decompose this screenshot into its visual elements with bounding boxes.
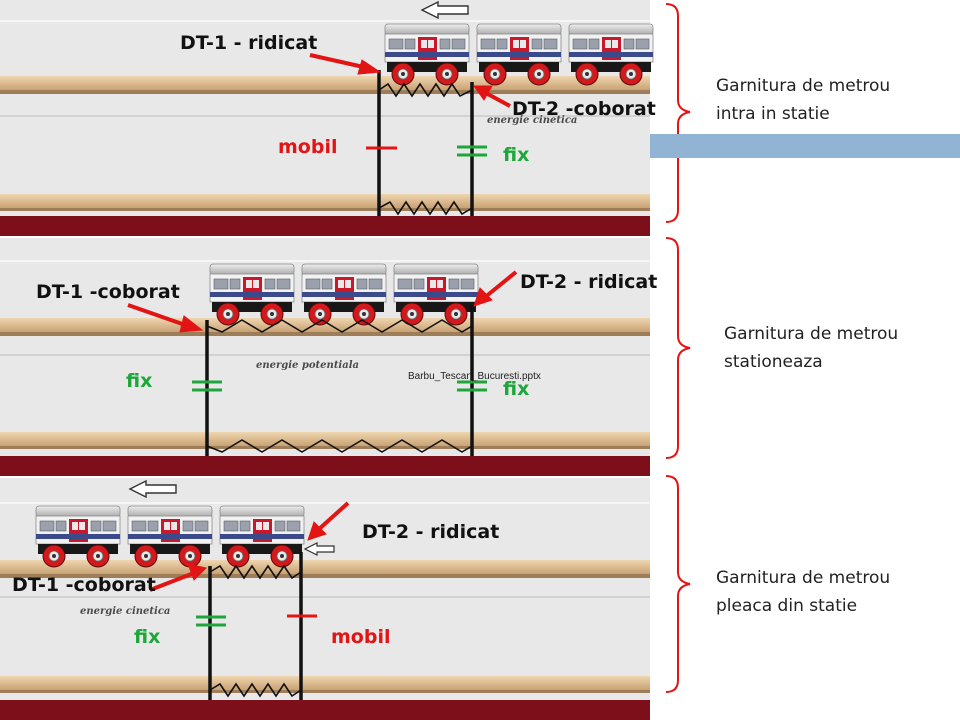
panel-1-side-text: Garnitura de metrou intra in statie	[716, 72, 890, 128]
panel-2-side-line-2: stationeaza	[724, 352, 823, 372]
panel-2-dt2-label: DT-2 - ridicat	[520, 271, 658, 293]
panel-3-side-line-1: Garnitura de metrou	[716, 568, 891, 588]
panel-2-right-state: fix	[503, 378, 530, 400]
panel-1-dt1-label: DT-1 - ridicat	[180, 32, 318, 54]
panel-2-side-text: Garnitura de metrou stationeaza	[724, 320, 898, 376]
panel-3-background	[0, 478, 650, 720]
panel-3-energy-label: energie cinetica	[80, 606, 171, 617]
panel-2-left-state: fix	[126, 370, 153, 392]
panel-3-side-text: Garnitura de metrou pleaca din statie	[716, 564, 890, 620]
panel-2-file-note: Barbu_Tescan_Bucuresti.pptx	[408, 371, 541, 382]
panel-1-mechanism	[366, 70, 487, 216]
panel-1-right-state: fix	[503, 144, 530, 166]
panel-1-dt2-label: DT-2 -coborat	[512, 98, 656, 120]
panel-3-mechanism	[196, 552, 317, 700]
arrow-indicator-icon	[303, 542, 335, 556]
panel-1-side-line-1: Garnitura de metrou	[716, 76, 891, 96]
panel-1-energy-label: energie cinetica	[487, 115, 578, 126]
panel-2-pointer-arrows	[127, 270, 518, 333]
panel-3-right-state: mobil	[331, 626, 391, 648]
panel-2-dt1-label: DT-1 -coborat	[36, 281, 180, 303]
arrow-left-icon	[128, 479, 177, 499]
panel-2-energy-label: energie potentiala	[256, 360, 359, 371]
panel-1-direction-arrow	[420, 0, 469, 20]
panel-3-side-line-2: pleaca din statie	[716, 596, 858, 616]
panel-3-pointer-arrows	[149, 501, 350, 592]
panel-3-dt2-label: DT-2 - ridicat	[362, 521, 500, 543]
panel-3-left-state: fix	[134, 626, 161, 648]
panel-3-direction-arrow	[128, 479, 177, 499]
arrow-left-icon	[420, 0, 469, 20]
panel-1-left-state: mobil	[278, 136, 338, 158]
panel-1-pointer-arrows	[309, 53, 511, 108]
panel-2-mechanism	[192, 305, 487, 456]
highlight-band	[650, 134, 960, 158]
panel-1-side-line-2: intra in statie	[716, 104, 830, 124]
panel-2-side-line-1: Garnitura de metrou	[724, 324, 899, 344]
side-brackets	[665, 3, 691, 693]
panel-3-indicator-arrow	[303, 542, 335, 556]
panel-3-dt1-label: DT-1 -coborat	[12, 574, 156, 596]
